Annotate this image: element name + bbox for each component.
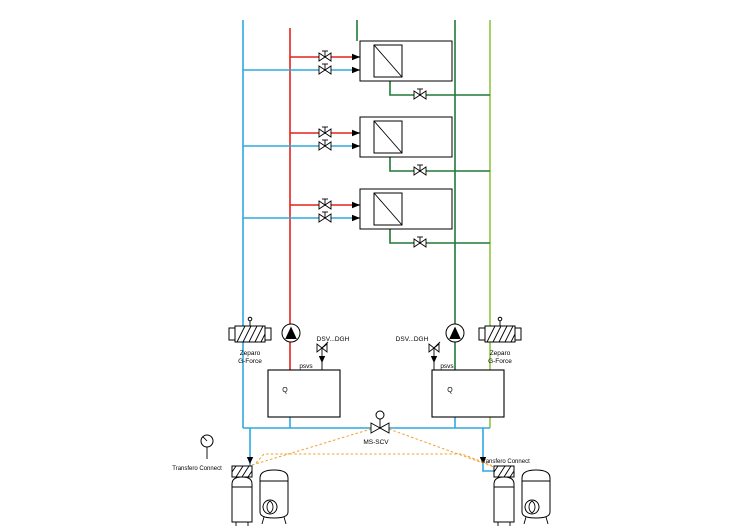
zeparo-left-label-1: Zeparo <box>240 350 261 357</box>
safety-valve-right <box>429 342 440 370</box>
control-line-cross <box>255 453 494 467</box>
vessel-right-1 <box>493 476 515 523</box>
controller-right <box>493 465 515 478</box>
plant-left: Q DSV...DGH psvs Zeparo G-Force <box>228 316 350 428</box>
transfer-pump-left <box>262 499 278 515</box>
pump-right <box>445 323 465 343</box>
risers <box>242 20 491 428</box>
psvs-right-label: psvs <box>440 363 454 370</box>
terminal-unit-row-2 <box>243 117 490 175</box>
heat-source-right <box>431 369 505 418</box>
terminal-unit-row-3 <box>243 189 490 247</box>
heat-source-left <box>267 369 341 418</box>
pressurisation-right: Transfero Connect <box>480 459 551 526</box>
zeparo-right-label-2: G-Force <box>488 358 512 365</box>
ms-scv-valve <box>370 410 390 434</box>
dsv-right-label: DSV...DGH <box>396 336 429 343</box>
stub-right <box>482 428 494 472</box>
vessel-left-1 <box>231 476 253 523</box>
zeparo-left-label-2: G-Force <box>238 358 262 365</box>
psvs-left-label: psvs <box>299 363 313 370</box>
safety-valve-left <box>317 342 328 370</box>
zeparo-separator-right <box>478 316 522 343</box>
bottom-distribution: MS-SCV <box>243 410 495 472</box>
control-line-right <box>388 428 495 468</box>
transfer-pump-right <box>524 499 540 515</box>
zeparo-right-label-1: Zeparo <box>490 350 511 357</box>
heat-source-left-label: Q <box>282 387 288 394</box>
controller-left <box>231 465 253 478</box>
pump-left <box>281 323 301 343</box>
transfero-left-label: Transfero Connect <box>172 466 222 472</box>
dsv-left-label: DSV...DGH <box>317 336 350 343</box>
ms-scv-label: MS-SCV <box>363 439 389 446</box>
pressurisation-left: Transfero Connect <box>172 434 289 526</box>
terminal-unit-row-1 <box>243 41 490 99</box>
transfero-right-label: Transfero Connect <box>480 459 530 465</box>
control-line-left <box>251 428 372 466</box>
heat-source-right-label: Q <box>447 387 453 394</box>
zeparo-separator-left <box>228 316 272 343</box>
plant-right: Q DSV...DGH psvs Zeparo G-Force <box>396 316 522 428</box>
